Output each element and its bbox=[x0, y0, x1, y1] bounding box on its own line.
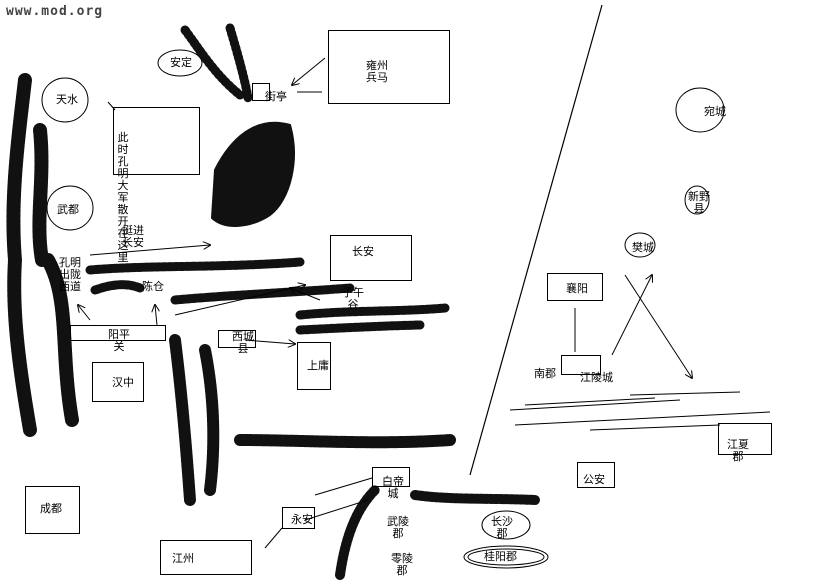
arrow-advance-changan bbox=[89, 245, 210, 256]
label-nanjun: 南郡 bbox=[534, 367, 556, 380]
mountain-west-ridge bbox=[6, 73, 79, 437]
box-yongan bbox=[282, 507, 315, 529]
label-changan: 长安 bbox=[352, 245, 374, 258]
label-advance-changan: 挺进长安 bbox=[122, 224, 144, 249]
box-gongan bbox=[577, 462, 615, 488]
arrow-xicheng-shangyong bbox=[244, 340, 295, 344]
arrow-to-ziwu-2 bbox=[290, 288, 321, 301]
river-lines bbox=[509, 391, 771, 431]
arrow-jiangling-fancheng bbox=[611, 275, 652, 356]
label-kongming-west: 孔明出陇西道 bbox=[59, 256, 81, 293]
box-hanzhong bbox=[92, 362, 144, 402]
box-changan bbox=[330, 235, 412, 281]
label-baidi: 白帝城 bbox=[382, 475, 404, 500]
arrow-to-ziwu bbox=[174, 285, 305, 316]
label-army-note: 此时孔明大军散开在这里 bbox=[117, 131, 129, 264]
mountain-qinling-bands bbox=[85, 257, 450, 335]
label-shangyong: 上庸 bbox=[307, 359, 329, 372]
arrow-yongzhou-jieting bbox=[292, 57, 326, 85]
box-shangyong bbox=[297, 342, 331, 390]
label-chengdu: 成都 bbox=[40, 502, 62, 515]
connectors bbox=[107, 91, 576, 549]
box-chengdu bbox=[25, 486, 80, 534]
mountain-central-qinling bbox=[210, 121, 295, 227]
box-baidi bbox=[372, 467, 410, 487]
mountain-south-wuling bbox=[335, 485, 540, 580]
watermark: www.mod.org bbox=[6, 4, 104, 19]
label-wuling: 武陵郡 bbox=[387, 515, 409, 540]
label-jiangzhou: 江州 bbox=[172, 552, 194, 565]
arrow-fancheng-jiangxia bbox=[624, 274, 692, 378]
label-xinye: 新野县 bbox=[688, 190, 710, 215]
circles bbox=[41, 49, 725, 569]
label-yongzhou-troops: 雍州兵马 bbox=[366, 59, 388, 84]
label-anding: 安定 bbox=[170, 56, 192, 69]
arrow-north-to-westroad bbox=[78, 305, 91, 321]
box-xicheng bbox=[218, 330, 256, 348]
label-yongan: 永安 bbox=[291, 513, 313, 526]
label-fancheng: 樊城 bbox=[632, 241, 654, 254]
arrow-yangping-chencang bbox=[155, 305, 157, 326]
label-jiangling: 江陵城 bbox=[580, 371, 613, 384]
box-yangping bbox=[70, 325, 166, 341]
mountain-daba bbox=[169, 334, 456, 506]
box-army-note bbox=[113, 107, 200, 175]
label-jiangxia: 江夏郡 bbox=[727, 438, 749, 463]
label-xiangyang: 襄阳 bbox=[566, 282, 588, 295]
border-line bbox=[469, 4, 603, 476]
label-guiyang: 桂阳郡 bbox=[484, 550, 517, 563]
mountain-northwest-anding bbox=[180, 23, 253, 103]
box-nanjun bbox=[561, 355, 601, 375]
label-ziwu: 子午谷 bbox=[342, 286, 364, 311]
box-jiangzhou bbox=[160, 540, 252, 575]
label-jieting: 街亭 bbox=[265, 90, 287, 103]
box-xiangyang bbox=[547, 273, 603, 301]
arrows bbox=[78, 57, 692, 378]
box-yongzhou bbox=[328, 30, 450, 104]
label-hanzhong: 汉中 bbox=[112, 376, 134, 389]
label-wudu: 武都 bbox=[57, 203, 79, 216]
label-gongan: 公安 bbox=[583, 473, 605, 486]
label-chencang: 陈仓 bbox=[142, 280, 164, 293]
box-jiangxia bbox=[718, 423, 772, 455]
label-changsha: 长沙郡 bbox=[491, 515, 513, 540]
box-jieting bbox=[252, 83, 270, 101]
terrain-layer bbox=[6, 23, 540, 580]
label-tianshui: 天水 bbox=[56, 93, 78, 106]
label-xicheng: 西城县 bbox=[232, 330, 254, 355]
label-wancheng: 宛城 bbox=[704, 105, 726, 118]
label-lingling: 零陵郡 bbox=[391, 552, 413, 577]
label-yangpingguan: 阳平关 bbox=[108, 328, 130, 353]
